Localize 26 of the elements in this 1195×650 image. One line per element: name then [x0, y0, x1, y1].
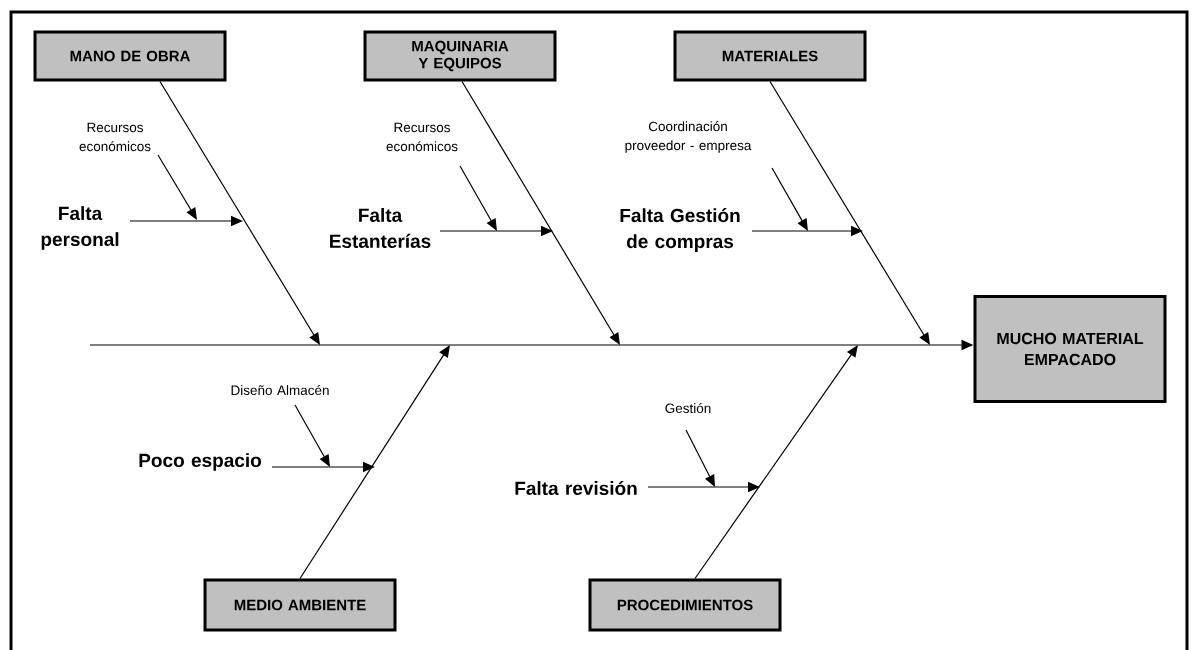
cause-label: Falta Gestión de compras: [620, 208, 740, 252]
arrow: [685, 429, 715, 487]
sub-cause-label: Diseño Almacén: [231, 384, 329, 395]
cause-label: Falta Estanterías: [330, 208, 431, 248]
category-box: MAQUINARIA Y EQUIPOS: [363, 30, 557, 82]
arrow: [461, 80, 620, 345]
category-box: MATERIALES: [673, 30, 867, 82]
cause-label: Falta revisión: [515, 480, 637, 496]
sub-cause-label: Coordinación proveedor - empresa: [625, 121, 752, 153]
category-box: MANO DE OBRA: [33, 30, 227, 82]
arrow: [294, 404, 330, 467]
sub-cause-label: Recursos económicos: [386, 122, 458, 152]
cause-label: Poco espacio: [139, 453, 261, 471]
category-box: PROCEDIMIENTOS: [588, 578, 782, 632]
arrow: [299, 345, 450, 580]
cause-label: Falta personal: [41, 206, 119, 250]
sub-cause-label: Recursos económicos: [79, 122, 151, 152]
arrow: [694, 345, 858, 580]
arrow: [771, 167, 808, 231]
arrow: [459, 165, 497, 231]
arrow: [769, 80, 930, 345]
category-box: MEDIO AMBIENTE: [203, 578, 397, 632]
arrow: [159, 80, 320, 345]
arrow: [157, 154, 197, 220]
effect-box: MUCHO MATERIAL EMPACADO: [973, 295, 1167, 403]
sub-cause-label: Gestión: [665, 402, 711, 413]
